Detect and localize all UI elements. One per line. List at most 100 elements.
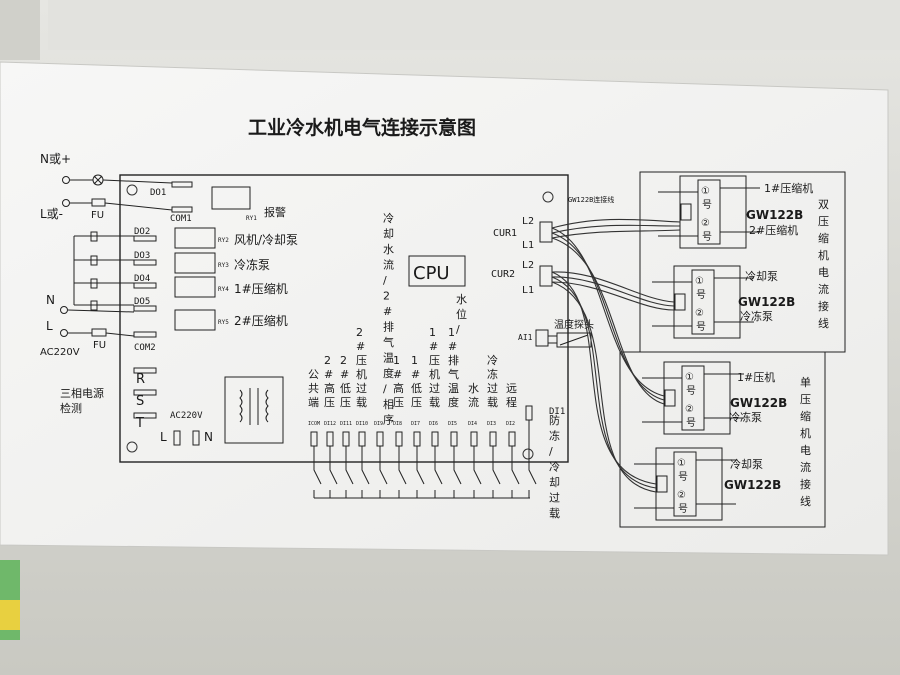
single-side-label-char: 压 [800, 393, 811, 406]
input-label-di8: 1#高压 [393, 354, 404, 409]
input-label-icom-char: 端 [308, 396, 319, 409]
dual-m2: GW122B [738, 295, 795, 309]
input-label-di5-char: 排 [448, 353, 459, 367]
ry4-code: RY4 [218, 286, 229, 293]
ai1-label: AI1 [518, 333, 533, 342]
fu-label: FU [91, 210, 104, 221]
sensor-num1: ① [685, 372, 694, 383]
input-switch [434, 446, 443, 498]
input-label-di5-char: 温 [448, 382, 459, 395]
input-switch [313, 446, 322, 498]
cpu-chip [408, 255, 466, 287]
cooling-flow-label-char: / [383, 383, 387, 396]
di1-desc-label-char: 过 [549, 492, 560, 505]
controller-board [119, 174, 569, 463]
input-label-di7: 1#低压 [411, 354, 422, 409]
cur1-l1: L1 [522, 240, 534, 251]
input-code-icom: ICOM [308, 421, 320, 427]
single-m2: GW122B [724, 478, 781, 492]
relay-ry2 [174, 227, 216, 249]
input-label-di4-char: 流 [468, 395, 479, 409]
input-code-di5: DI5 [448, 421, 457, 427]
do1-label: DO1 [150, 188, 166, 198]
dual-p2: 冷冻泵 [740, 309, 773, 323]
di1-switch [528, 420, 537, 498]
input-label-di5-char: 度 [448, 395, 459, 409]
input-label-di12-char: 压 [324, 396, 335, 409]
cur1-connector [539, 221, 553, 243]
input-label-di5-char: # [448, 340, 457, 353]
cooling-flow-label-char: 排 [383, 320, 394, 334]
ry2-code: RY2 [218, 237, 229, 244]
input-label-di12-char: 2 [324, 354, 331, 367]
input-switch [329, 446, 338, 498]
cpu-label: CPU [413, 263, 450, 284]
input-label-di6-char: # [429, 340, 438, 353]
relay-label-comp2: 2#压缩机 [234, 313, 288, 328]
input-label-di6-char: 过 [429, 382, 440, 395]
input-label-di10-char: # [356, 340, 365, 353]
input-label-di11-char: 低 [340, 382, 351, 395]
input-switch [379, 446, 388, 498]
cur2-connector [539, 265, 553, 287]
input-label-icom-char: 共 [308, 382, 319, 395]
alarm-label: 报警 [264, 205, 286, 219]
do5-label: DO5 [134, 297, 150, 307]
relay-ry5 [174, 309, 216, 331]
single-side-label-char: 线 [800, 494, 811, 508]
ai1-connector [535, 329, 549, 347]
input-label-di6-char: 机 [429, 367, 440, 381]
input-switch [398, 446, 407, 498]
input-code-di4: DI4 [468, 421, 477, 427]
di1-label: DI1 [549, 407, 565, 417]
input-label-di10-char: 过 [356, 382, 367, 395]
sensor-num2: ② [677, 490, 686, 501]
cooling-flow-label-char: 相 [383, 398, 394, 411]
do4-label: DO4 [134, 274, 150, 284]
input-label-di10-char: 压 [356, 354, 367, 367]
dual-side-label-char: 压 [818, 215, 829, 228]
ry5-code: RY5 [218, 319, 229, 326]
dual-side-label-char: 接 [818, 300, 829, 313]
sensor-hao1: 号 [702, 199, 712, 211]
l-minus-label: L或- [40, 207, 63, 221]
input-switch [453, 446, 462, 498]
di1-desc-label-char: 防 [549, 413, 560, 427]
sensor-num2: ② [685, 404, 694, 415]
input-label-di3-char: 冷 [487, 354, 498, 367]
fu2-label: FU [93, 340, 106, 351]
cooling-flow-label-char: 冷 [383, 212, 394, 225]
single-side-label-char: 缩 [800, 410, 811, 423]
input-label-di12-char: # [324, 368, 333, 381]
single-side-label-char: 流 [800, 460, 811, 474]
di1-desc-label-char: / [549, 445, 553, 458]
dual-c2: 2#压缩机 [749, 223, 798, 237]
input-label-di10-char: 2 [356, 326, 363, 339]
n-label: N [46, 293, 55, 307]
input-label-di6-char: 1 [429, 326, 436, 339]
input-label-di4: 水流 [468, 382, 479, 409]
temp-probe-label: 温度探头 [554, 318, 594, 331]
yellow-cable [0, 600, 20, 630]
input-label-icom-char: 公 [308, 368, 319, 381]
terminal [62, 199, 70, 207]
relay-ry4 [174, 276, 216, 298]
cur1-label: CUR1 [493, 228, 517, 239]
sensor-hao2: 号 [702, 231, 712, 243]
input-label-di3-char: 载 [487, 396, 498, 409]
board-n: N [204, 430, 213, 444]
input-label-di6-char: 压 [429, 354, 440, 367]
phase-check-label: 三相电源检测 [60, 386, 104, 415]
cooling-flow-label-char: 度 [383, 366, 394, 380]
terminal [62, 176, 70, 184]
input-code-di10: DI10 [356, 421, 368, 427]
